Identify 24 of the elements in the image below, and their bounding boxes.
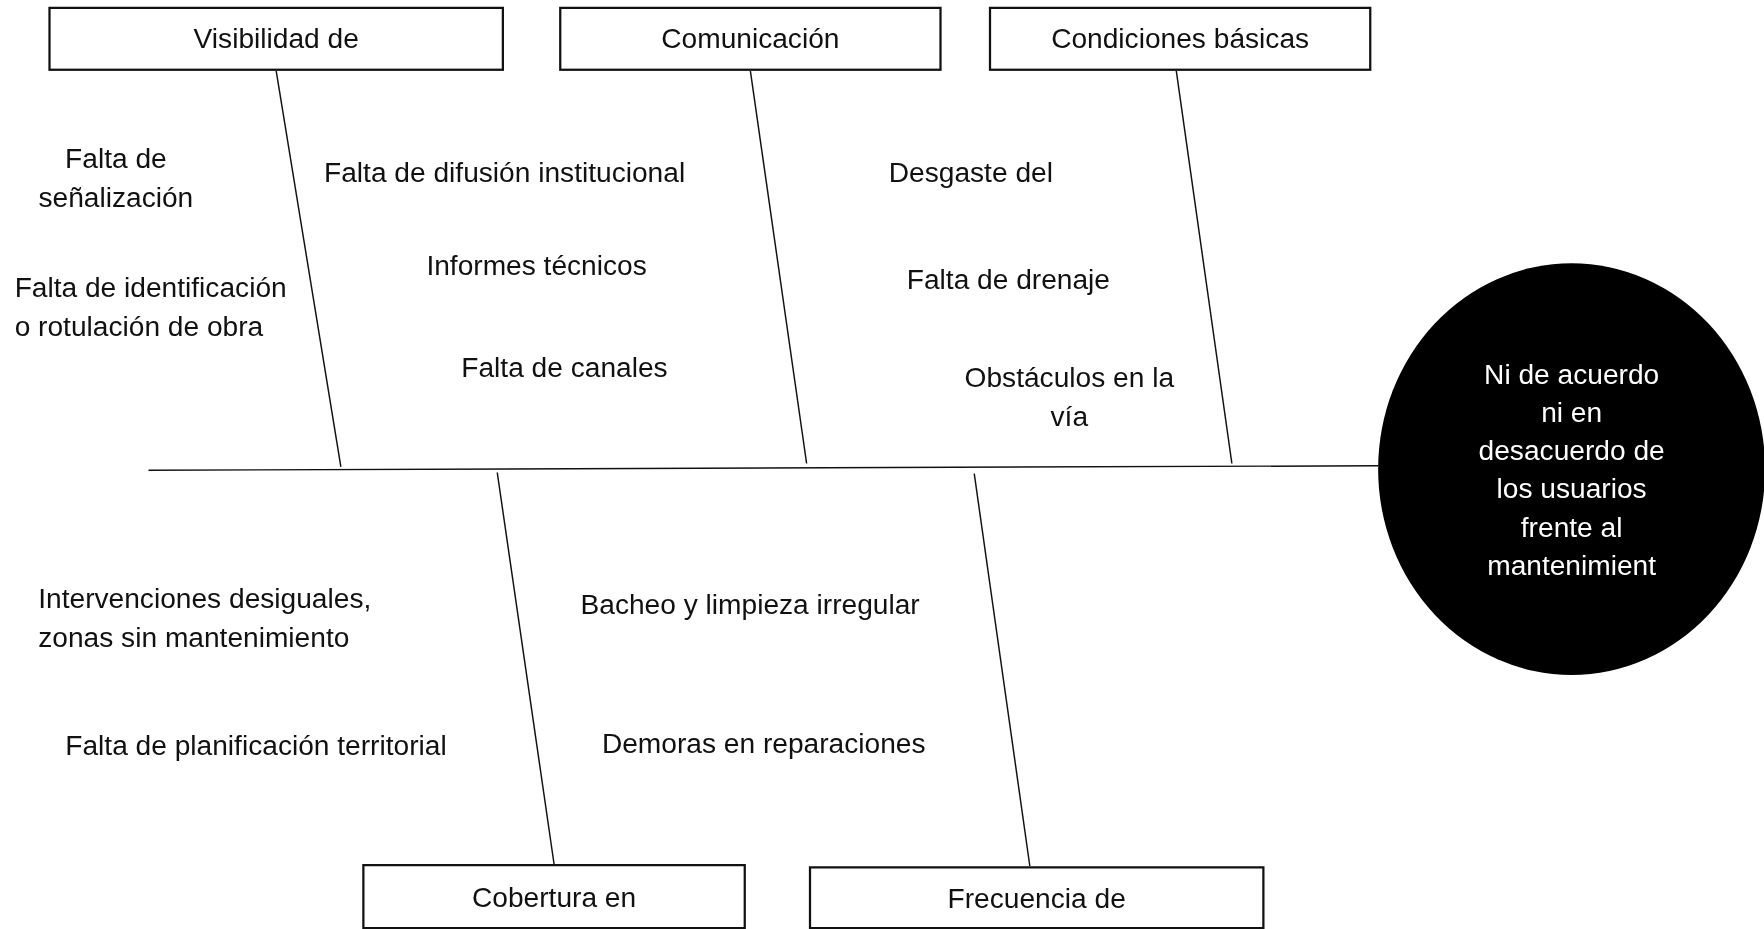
category-box: Condiciones básicas [988, 6, 1372, 71]
cause-text: Desgaste del [888, 155, 1054, 190]
bone-line [749, 70, 808, 465]
category-box: Visibilidad de [48, 6, 504, 71]
bone-line [1175, 70, 1233, 465]
category-box: Cobertura en [362, 864, 746, 929]
cause-text: Informes técnicos [426, 247, 648, 283]
spine-line [147, 465, 1379, 471]
category-box: Frecuencia de [808, 866, 1265, 929]
cause-text: Falta de planificación territorial [65, 728, 448, 763]
cause-text: Falta de difusión institucional [324, 155, 687, 190]
cause-text: Falta de identificación o rotulación de obra [14, 270, 288, 344]
bone-line [275, 70, 342, 468]
cause-text: Demoras en reparaciones [601, 725, 927, 761]
category-box: Comunicación [559, 6, 942, 71]
cause-text: Falta de drenaje [906, 262, 1111, 297]
bone-line [496, 471, 555, 865]
cause-text: Obstáculos en la vía [963, 360, 1176, 434]
cause-text: Intervenciones desiguales, zonas sin mantenimiento [38, 580, 373, 655]
cause-text: Falta de canales [461, 350, 669, 385]
effect-text: Ni de acuerdo ni en desacuerdo de los usuarios frente al mantenimient [1477, 356, 1666, 583]
bone-line [973, 472, 1031, 867]
cause-text: Bacheo y limpieza irregular [580, 587, 921, 622]
cause-text: Falta de señalización [37, 140, 195, 215]
